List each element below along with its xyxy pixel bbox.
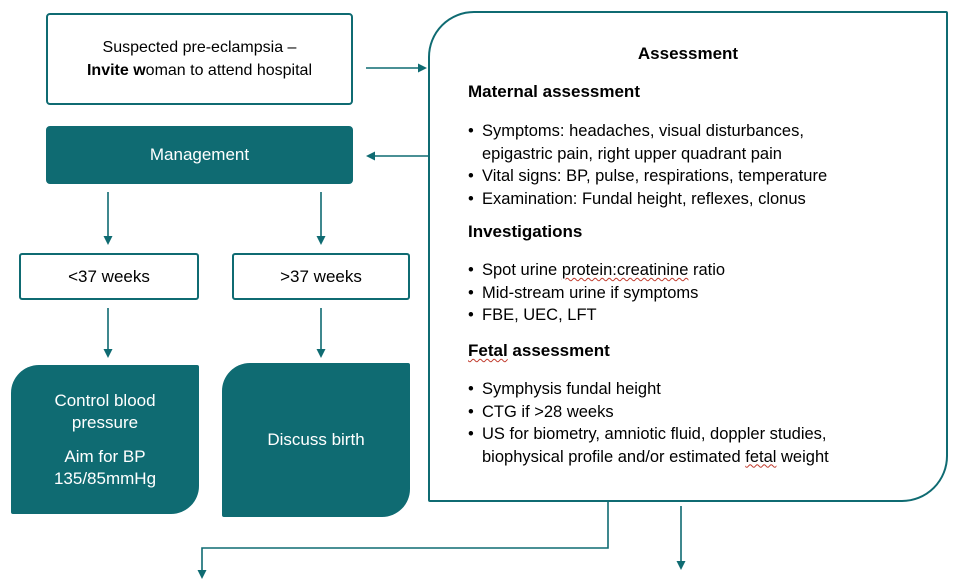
discuss-label: Discuss birth — [267, 430, 365, 449]
suspected-line1: Suspected pre-eclampsia – — [102, 39, 297, 56]
investigations-list: Spot urine protein:creatinine ratio Mid-… — [468, 259, 938, 327]
suspected-pre-eclampsia-box: Suspected pre-eclampsia – Invite woman t… — [46, 13, 353, 105]
gt37-label: >37 weeks — [280, 266, 362, 286]
control-blood-pressure-box: Control blood pressure Aim for BP 135/85… — [11, 365, 199, 514]
maternal-assessment-heading: Maternal assessment — [468, 82, 640, 101]
management-box: Management — [46, 126, 353, 184]
list-item: Symptoms: headaches, visual disturbances… — [468, 120, 938, 165]
fetal-assessment-list: Symphysis fundal height CTG if >28 weeks… — [468, 378, 938, 468]
maternal-assessment-list: Symptoms: headaches, visual disturbances… — [468, 120, 938, 210]
management-label: Management — [149, 145, 250, 164]
list-item: US for biometry, amniotic fluid, doppler… — [468, 423, 938, 468]
fetal-assessment-heading: Fetal assessment — [468, 341, 610, 360]
suspected-line2-bold: Invite w — [86, 62, 146, 79]
discuss-birth-box: Discuss birth — [222, 363, 410, 517]
assessment-box: Assessment Maternal assessment Symptoms:… — [428, 11, 948, 502]
control-line3: Aim for BP — [64, 446, 146, 466]
list-item: Mid-stream urine if symptoms — [468, 282, 938, 305]
list-item: Symphysis fundal height — [468, 378, 938, 401]
arrow-assessment-bottom-left — [197, 502, 609, 579]
greater-than-37-weeks-box: >37 weeks — [232, 253, 410, 300]
list-item: Examination: Fundal height, reflexes, cl… — [468, 188, 938, 211]
list-item: Vital signs: BP, pulse, respirations, te… — [468, 165, 938, 188]
investigations-heading: Investigations — [468, 222, 583, 241]
control-line2: pressure — [71, 412, 139, 432]
list-item: Spot urine protein:creatinine ratio — [468, 259, 938, 282]
lt37-label: <37 weeks — [68, 266, 150, 286]
list-item: CTG if >28 weeks — [468, 401, 938, 424]
less-than-37-weeks-box: <37 weeks — [19, 253, 199, 300]
suspected-line2: Invite woman to attend hospital — [87, 59, 312, 82]
assessment-title: Assessment — [637, 44, 739, 63]
list-item: FBE, UEC, LFT — [468, 304, 938, 327]
control-line4: 135/85mmHg — [53, 468, 157, 488]
control-line1: Control blood — [54, 390, 156, 410]
suspected-line2-rest: oman to attend hospital — [145, 62, 313, 79]
